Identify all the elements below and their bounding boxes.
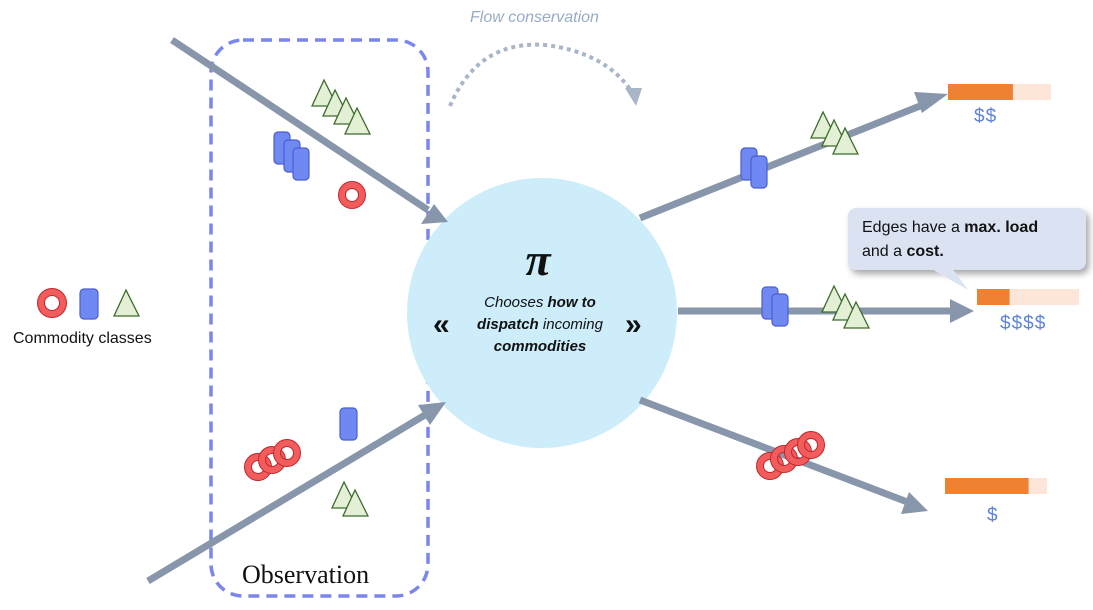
ring-group-outgoing-bottom: [756, 431, 825, 480]
incoming-edge-top-arrowhead: [421, 204, 448, 224]
cost-label-middle: $$$$: [1000, 313, 1047, 334]
load-bar-middle: [977, 289, 1079, 305]
policy-text-how-to: how to: [547, 294, 596, 311]
legend-rect-icon: [79, 288, 99, 320]
flow-conservation-label: Flow conservation: [470, 9, 599, 26]
callout-text: Edges have a max. load and a cost.: [862, 216, 1082, 264]
ring-top-incoming: [338, 181, 366, 209]
rect-group-outgoing-top: [740, 147, 768, 189]
cost-label-bottom: $: [987, 505, 999, 526]
outgoing-edge-middle-arrowhead: [950, 299, 974, 323]
load-bar-top: [948, 84, 1051, 100]
flow-conservation-arrowhead: [625, 88, 642, 106]
flow-conservation-arrow: [448, 42, 634, 107]
callout-text-and-a: and a: [862, 243, 907, 260]
callout-text-cost: cost.: [906, 243, 944, 260]
cost-label-top: $$: [974, 106, 998, 127]
triangle-group-top-incoming: [310, 78, 372, 135]
outgoing-edge-bottom-arrowhead: [901, 492, 928, 514]
ring-group-bottom-incoming: [244, 439, 301, 481]
legend-ring-icon: [37, 288, 67, 318]
commodity-classes-label: Commodity classes: [13, 330, 152, 347]
policy-text-commodities: commodities: [493, 338, 587, 355]
observation-box: [209, 38, 430, 598]
policy-symbol: π: [525, 234, 551, 285]
incoming-edge-bottom-arrowhead: [418, 402, 446, 425]
open-quote-icon: «: [433, 308, 450, 341]
callout-text-max-load: max. load: [964, 219, 1039, 236]
observation-label: Observation: [242, 560, 370, 589]
legend-triangle-icon: [112, 288, 141, 317]
edge-callout: [848, 208, 1086, 270]
policy-text-chooses: Chooses: [484, 294, 548, 311]
policy-text-incoming: incoming: [538, 316, 603, 333]
close-quote-icon: »: [625, 308, 642, 341]
rect-bottom-incoming: [339, 407, 358, 441]
incoming-edge-bottom: [146, 411, 427, 585]
policy-node: [407, 178, 677, 448]
triangle-group-outgoing-top: [809, 110, 860, 155]
outgoing-edge-top: [638, 98, 932, 222]
incoming-edge-top: [170, 37, 430, 213]
policy-text-dispatch: dispatch: [477, 316, 539, 333]
policy-description: Chooses how to dispatch incoming commodi…: [460, 292, 620, 358]
callout-text-prefix: Edges have a: [862, 219, 965, 236]
triangle-group-outgoing-middle: [820, 284, 871, 329]
rect-group-top-incoming: [273, 131, 310, 181]
outgoing-edge-top-arrowhead: [914, 92, 948, 113]
triangle-group-bottom-incoming: [330, 480, 370, 517]
load-bar-bottom: [945, 478, 1047, 494]
rect-group-outgoing-middle: [761, 286, 789, 327]
